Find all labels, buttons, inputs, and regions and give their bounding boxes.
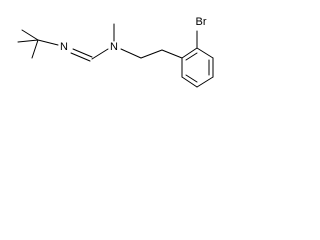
- bond-tbu-methyl-left: [17, 39, 39, 43]
- ring-bond-1: [181, 47, 198, 59]
- chemical-structure-diagram: N N Br: [17, 16, 214, 88]
- structure-canvas: N N Br: [0, 0, 244, 117]
- bond-n-ch-double-b: [70, 52, 91, 62]
- bond-ch2-ring: [161, 49, 183, 59]
- bond-tbu-to-n: [37, 39, 59, 46]
- bond-tbu-methyl-top: [21, 29, 39, 41]
- bond-tbu-methyl-bottom: [31, 39, 39, 59]
- ring-inner-double-1: [185, 52, 198, 61]
- bond-ch-n: [91, 48, 109, 60]
- ring-inner-double-3: [185, 74, 198, 83]
- bond-n-ch-double-a: [72, 48, 93, 58]
- atom-br-label: Br: [196, 16, 207, 28]
- bond-n-ch2: [120, 48, 142, 59]
- ring-bond-4: [196, 76, 214, 88]
- atom-n-amine-label: N: [110, 41, 118, 53]
- atom-n-imine-label: N: [60, 41, 68, 53]
- bond-ch2-ch2: [140, 49, 163, 59]
- ring-bond-2: [196, 47, 214, 59]
- ring-bond-5: [181, 76, 198, 88]
